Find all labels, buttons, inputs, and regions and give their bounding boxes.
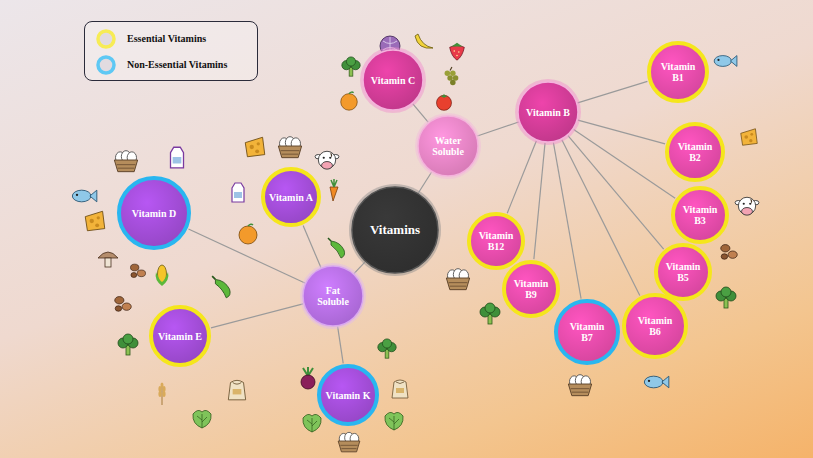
node-text: Vitamins bbox=[363, 223, 428, 237]
node-label: Vitamin B5 bbox=[664, 261, 702, 283]
node-text: Vitamin B2 bbox=[676, 141, 715, 163]
node-label: Fat Soluble bbox=[311, 285, 356, 307]
node-label: Vitamin K bbox=[326, 390, 371, 401]
vitamin-c-foods bbox=[341, 34, 465, 110]
node-label: Vitamin A bbox=[269, 192, 313, 203]
group-circle: Vitamins bbox=[352, 187, 438, 273]
circle-ring bbox=[469, 214, 523, 268]
connector-line bbox=[578, 81, 648, 102]
vitamin-b-foods bbox=[446, 56, 759, 396]
vitamin-circle: Vitamin B12 bbox=[467, 212, 525, 270]
glow-halo bbox=[349, 184, 441, 276]
vitamin-circle: Vitamin B6 bbox=[622, 293, 688, 359]
connector-line bbox=[188, 229, 304, 283]
node-text: Vitamin D bbox=[126, 208, 182, 219]
node-text: Vitamin E bbox=[157, 331, 204, 342]
node-text: Vitamin B5 bbox=[664, 261, 702, 283]
vitamin-circle: Vitamin A bbox=[261, 167, 321, 227]
vitamin-circle: Vitamin B5 bbox=[654, 243, 712, 301]
node-text: Vitamin B9 bbox=[512, 278, 550, 300]
connector-line bbox=[418, 172, 431, 193]
node-label: Vitamin E bbox=[158, 331, 202, 342]
node-label: Vitamin D bbox=[132, 208, 176, 219]
node-text: Vitamin A bbox=[269, 192, 314, 203]
node-text: Vitamin B6 bbox=[633, 315, 678, 337]
node-text: Vitamin B3 bbox=[681, 204, 719, 226]
circle-ring bbox=[667, 124, 723, 180]
circle-ring bbox=[119, 178, 189, 248]
vitamin-circle: Vitamin K bbox=[317, 364, 379, 426]
circle-fill bbox=[352, 187, 438, 273]
legend-box: Essential VitaminsNon-Essential Vitamins bbox=[84, 21, 258, 81]
connector-line bbox=[211, 304, 303, 328]
node-label: Vitamin B2 bbox=[676, 141, 715, 163]
connector-line bbox=[534, 143, 545, 259]
circle-fill bbox=[518, 82, 578, 142]
node-text: Vitamin B7 bbox=[565, 321, 610, 343]
node-text: Vitamin K bbox=[326, 390, 371, 401]
connector-line bbox=[303, 226, 321, 268]
glow-halo bbox=[415, 113, 481, 179]
node-text: Vitamin C bbox=[371, 75, 416, 86]
node-label: Vitamins bbox=[370, 223, 420, 237]
node-text: Vitamin B12 bbox=[477, 230, 515, 252]
circle-ring bbox=[649, 43, 707, 101]
circle-ring bbox=[556, 301, 618, 363]
connector-line bbox=[413, 104, 428, 122]
group-circle: Vitamin B bbox=[518, 82, 578, 142]
circle-ring bbox=[263, 169, 319, 225]
connector-line bbox=[578, 120, 665, 144]
connector-line bbox=[562, 140, 640, 296]
connector-line bbox=[354, 262, 365, 273]
glow-halo bbox=[360, 47, 426, 113]
circle-ring bbox=[151, 307, 209, 365]
vitamin-circle: Vitamin B9 bbox=[502, 260, 560, 318]
fat-soluble-foods bbox=[72, 137, 408, 452]
vitamin-circle: Vitamin B2 bbox=[665, 122, 725, 182]
node-label: Vitamin B1 bbox=[658, 61, 699, 83]
node-label: Vitamin B9 bbox=[512, 278, 550, 300]
vitamin-circle: Vitamin B3 bbox=[671, 186, 729, 244]
vitamin-circle: Vitamin B7 bbox=[554, 299, 620, 365]
node-text: Vitamin B bbox=[526, 107, 571, 118]
glow-halo bbox=[515, 79, 581, 145]
glow-halo bbox=[300, 263, 366, 329]
connector-line bbox=[568, 136, 664, 249]
node-label: Vitamin B7 bbox=[565, 321, 610, 343]
circle-fill bbox=[303, 266, 363, 326]
node-label: Vitamin B6 bbox=[633, 315, 678, 337]
connector-line bbox=[507, 141, 536, 213]
node-label: Vitamin B bbox=[526, 107, 570, 118]
connector-line bbox=[574, 129, 676, 198]
connector-line bbox=[338, 327, 344, 364]
node-text: Fat Soluble bbox=[311, 285, 356, 307]
circle-fill bbox=[363, 50, 423, 110]
circle-ring bbox=[504, 262, 558, 316]
legend-text: Non-Essential Vitamins bbox=[127, 59, 227, 70]
legend-text: Essential Vitamins bbox=[127, 33, 206, 44]
circle-ring bbox=[656, 245, 710, 299]
vitamin-circle: Vitamin B1 bbox=[647, 41, 709, 103]
group-circle: Vitamin C bbox=[363, 50, 423, 110]
circle-ring bbox=[624, 295, 686, 357]
connector-line bbox=[553, 143, 581, 299]
node-label: Vitamin C bbox=[371, 75, 415, 86]
vitamin-circle: Vitamin D bbox=[117, 176, 191, 250]
circle-fill bbox=[418, 116, 478, 176]
node-label: Water Soluble bbox=[426, 135, 471, 157]
connector-line bbox=[477, 122, 518, 136]
group-circle: Fat Soluble bbox=[303, 266, 363, 326]
node-text: Vitamin B1 bbox=[658, 61, 699, 83]
node-label: Vitamin B3 bbox=[681, 204, 719, 226]
group-circle: Water Soluble bbox=[418, 116, 478, 176]
vitamin-circle: Vitamin E bbox=[149, 305, 211, 367]
node-label: Vitamin B12 bbox=[477, 230, 515, 252]
circle-ring bbox=[673, 188, 727, 242]
node-text: Water Soluble bbox=[426, 135, 471, 157]
circle-ring bbox=[319, 366, 377, 424]
